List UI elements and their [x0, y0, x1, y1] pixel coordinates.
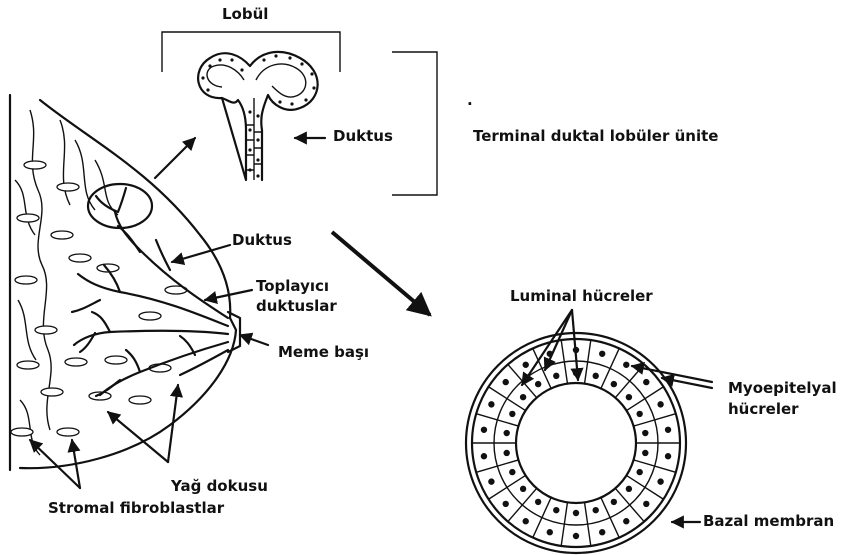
label-toplayici-1: Toplayıcı — [256, 278, 329, 295]
cell-nucleus — [611, 381, 617, 387]
cell-nucleus — [523, 362, 529, 368]
label-toplayici-2: duktuslar — [256, 298, 337, 315]
lobule-drawing — [198, 52, 318, 180]
cell-nucleus — [481, 427, 487, 433]
cell-nucleus — [593, 507, 599, 513]
cell-nucleus — [488, 478, 494, 484]
cell-nucleus — [509, 469, 515, 475]
cell-nucleus — [504, 430, 510, 436]
tdlu-bracket — [392, 52, 437, 195]
cell-nucleus — [535, 499, 541, 505]
cell-nucleus — [599, 351, 605, 357]
cell-nucleus — [623, 362, 629, 368]
label-luminal: Luminal hücreler — [510, 288, 653, 305]
cell-nucleus — [573, 533, 579, 539]
cell-nucleus — [573, 510, 579, 516]
cell-nucleus — [657, 478, 663, 484]
arrow-to-cross-section — [332, 232, 430, 315]
cell-nucleus — [488, 401, 494, 407]
cell-nucleus — [626, 486, 632, 492]
cell-nucleus — [535, 381, 541, 387]
label-dot: . — [467, 92, 473, 109]
label-yag: Yağ dokusu — [171, 478, 268, 495]
cell-nucleus — [504, 450, 510, 456]
duct-cross-section — [466, 310, 712, 553]
label-myoepitelyal-2: hücreler — [728, 401, 799, 418]
cell-nucleus — [636, 411, 642, 417]
cell-nucleus — [599, 529, 605, 535]
cell-nucleus — [509, 411, 515, 417]
cell-nucleus — [623, 518, 629, 524]
label-duktus-top: Duktus — [333, 128, 393, 145]
cell-nucleus — [520, 394, 526, 400]
cell-nucleus — [665, 427, 671, 433]
cell-nucleus — [547, 529, 553, 535]
cell-nucleus — [636, 469, 642, 475]
cell-nucleus — [642, 450, 648, 456]
cell-nucleus — [642, 430, 648, 436]
cell-nucleus — [553, 373, 559, 379]
cell-nucleus — [611, 499, 617, 505]
cell-nucleus — [503, 501, 509, 507]
cell-nucleus — [643, 501, 649, 507]
cell-nucleus — [553, 507, 559, 513]
breast-drawing — [10, 95, 268, 488]
label-lobul: Lobül — [222, 6, 268, 23]
cell-nucleus — [643, 379, 649, 385]
label-duktus-mid: Duktus — [232, 232, 292, 249]
label-bazal: Bazal membran — [703, 513, 834, 530]
label-tdlu: Terminal duktal lobüler ünite — [473, 128, 718, 145]
cell-nucleus — [503, 379, 509, 385]
cell-nucleus — [593, 373, 599, 379]
cell-nucleus — [626, 394, 632, 400]
label-meme-basi: Meme başı — [278, 344, 369, 361]
label-myoepitelyal-1: Myoepitelyal — [728, 380, 837, 397]
cell-layer-ring — [494, 361, 658, 525]
arrow-to-lobule — [155, 138, 195, 178]
cell-nucleus — [665, 453, 671, 459]
cell-nucleus — [481, 453, 487, 459]
cell-nucleus — [523, 518, 529, 524]
label-stromal: Stromal fibroblastlar — [48, 500, 224, 517]
cell-nucleus — [657, 401, 663, 407]
cell-nucleus — [520, 486, 526, 492]
